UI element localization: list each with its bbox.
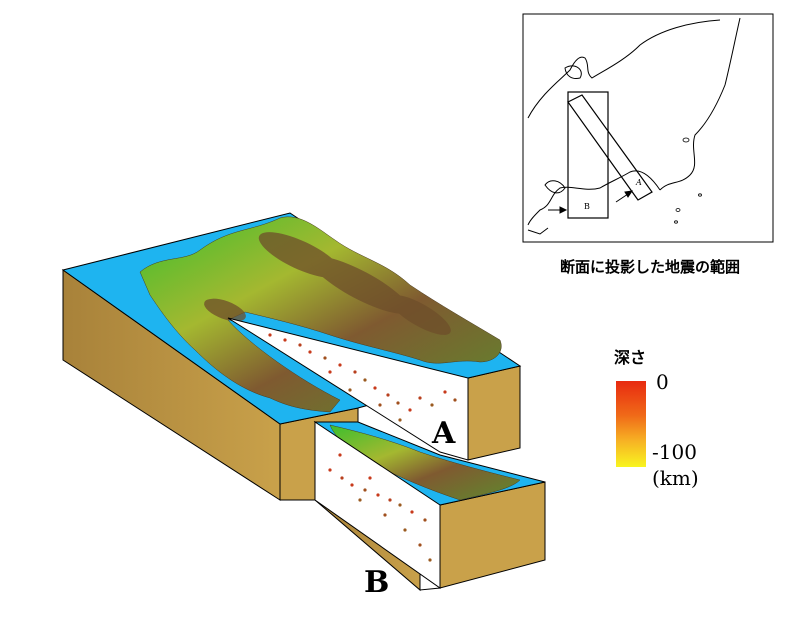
section-a-quakes (268, 333, 457, 422)
inset-map-islands (674, 137, 702, 224)
upper-block-land (139, 216, 502, 413)
inset-map-coastlines (527, 17, 741, 235)
upper-block-right-face (467, 365, 521, 461)
inset-map-caption: 断面に投影した地震の範囲 (559, 258, 740, 276)
inset-box-label-b: B (584, 202, 590, 211)
section-a-label: A (432, 416, 456, 451)
inset-map-frame (522, 13, 774, 243)
inset-box-label-a: A (636, 178, 642, 187)
legend-unit: (km) (652, 466, 699, 490)
section-b-quakes (328, 453, 432, 562)
section-a-face (227, 317, 469, 461)
inset-arrows (548, 190, 634, 214)
inset-range-box-a (567, 94, 653, 201)
legend-max-label: 0 (656, 370, 669, 394)
legend-title: 深さ (614, 348, 647, 367)
upper-block-mountains (204, 232, 451, 335)
section-b-label: B (364, 565, 390, 600)
section-b-wedge (314, 421, 441, 589)
legend-min-label: -100 (652, 440, 697, 464)
inset-range-box-b (567, 91, 609, 219)
legend-color-bar (616, 381, 646, 467)
